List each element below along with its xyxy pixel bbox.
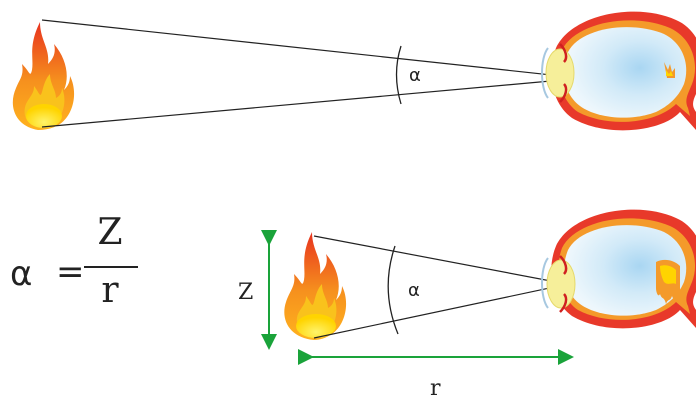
top-flame-icon — [12, 22, 75, 130]
bottom-flame-icon — [284, 232, 347, 340]
bottom-diagram: Z α r — [238, 209, 696, 399]
formula-fraction-bar — [84, 266, 138, 268]
formula-lhs: α — [10, 254, 33, 294]
bottom-angle-arc — [387, 245, 399, 335]
bottom-angle-label: α — [408, 280, 420, 301]
top-eye-icon — [541, 11, 696, 131]
top-angle-arc — [395, 45, 402, 105]
height-label: Z — [238, 280, 253, 305]
bottom-eye-icon — [541, 209, 696, 329]
formula-denominator: r — [101, 270, 119, 311]
formula-equals: = — [56, 252, 85, 292]
distance-label: r — [430, 376, 441, 399]
formula-numerator: Z — [97, 212, 123, 253]
top-diagram: α — [12, 11, 696, 131]
top-angle-label: α — [409, 65, 421, 86]
formula: α = Z r — [10, 208, 140, 318]
